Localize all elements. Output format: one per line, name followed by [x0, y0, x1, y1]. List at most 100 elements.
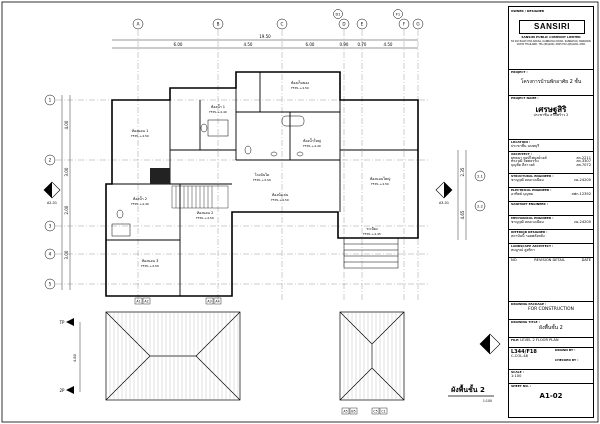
- building-walls: [105, 71, 419, 297]
- svg-text:A3-01: A3-01: [439, 201, 449, 205]
- svg-text:FF.EL.+4.40: FF.EL.+4.40: [303, 144, 321, 148]
- svg-text:A2: A2: [144, 300, 148, 304]
- svg-text:C5: C5: [373, 410, 377, 414]
- location-row: LOCATION : ประชาชื่น นนทบุรี: [509, 139, 593, 151]
- section-callout-right: A3-01: [435, 181, 453, 205]
- grid-bubble-c: C: [276, 18, 288, 30]
- room-stair-hall: โถงบันได: [255, 172, 270, 177]
- svg-text:A2-01: A2-01: [47, 201, 57, 205]
- interior-row: INTERIOR DESIGNER : สถาบันนี้ รอยพลังพลั…: [509, 229, 593, 243]
- svg-text:2.35: 2.35: [460, 167, 465, 176]
- section-tags: A1 A2 A3 A4 A5 B5 C5 C1: [134, 297, 388, 415]
- grid-bubble-row-3: 3: [44, 220, 56, 232]
- svg-text:E: E: [361, 22, 364, 27]
- company-address: 59 SOI RIAM CHIA RAKSA, KANNAYAO ROAD, K…: [511, 40, 591, 46]
- balcony-steps: [343, 237, 399, 269]
- house-name: เศรษฐสิริ: [535, 104, 567, 114]
- house-type: L344/F18: [511, 349, 537, 355]
- svg-text:A: A: [137, 22, 140, 27]
- stair-void: [150, 168, 170, 184]
- grid-bubble-d1: D1: [333, 9, 343, 19]
- title-block: OWNER / DESIGNER SANSIRI SANSIRI PUBLIC …: [508, 6, 594, 418]
- grid-bubble-row-2.1: 2.1: [474, 170, 486, 182]
- left-dimension-text: 4.00 3.00 2.00 3.00: [64, 120, 69, 259]
- dim-f-g: 4.50: [384, 42, 393, 47]
- svg-text:4: 4: [49, 252, 52, 257]
- svg-text:2.00: 2.00: [64, 205, 69, 214]
- grid-bubble-row-4: 4: [44, 248, 56, 260]
- roof-hatch-right: [343, 312, 401, 400]
- svg-text:C: C: [281, 22, 284, 27]
- right-dimension-string: [457, 150, 467, 240]
- svg-text:A1: A1: [136, 300, 140, 304]
- svg-text:1: 1: [49, 98, 52, 103]
- room-balcony: ระเบียง: [366, 226, 377, 231]
- svg-text:3: 3: [49, 224, 52, 229]
- house-type-row: L344/F18 C-COL-48 DRAWN BY : CHECKED BY …: [509, 347, 593, 369]
- file-row: FILE: LEVEL 2 FLOOR PLAN: [509, 337, 593, 347]
- room-bath-1: ห้องน้ำ 1: [211, 104, 225, 109]
- svg-text:1:100: 1:100: [483, 399, 492, 403]
- grid-bubble-b: B: [212, 18, 224, 30]
- svg-text:2.2: 2.2: [477, 205, 483, 209]
- house-sub: ประชาชื่น ลาดพร้าว 2: [533, 112, 569, 117]
- sheet-number: A1-02: [539, 391, 563, 400]
- svg-text:2.1: 2.1: [477, 175, 483, 179]
- house-row: PROJECT NAME : เศรษฐสิริ ประชาชื่น ลาดพร…: [509, 95, 593, 139]
- dim-e-f: 0.70: [358, 42, 367, 47]
- dim-d-e: 0.90: [340, 42, 349, 47]
- svg-text:FF.EL.+4.45: FF.EL.+4.45: [363, 232, 381, 236]
- grid-bubble-g: G: [412, 18, 424, 30]
- sheet-row: SHEET NO. : A1-02: [509, 383, 593, 417]
- dim-c-d: 6.00: [306, 42, 315, 47]
- svg-text:FF.EL.+4.50: FF.EL.+4.50: [141, 264, 159, 268]
- elevation-callout: [479, 333, 501, 355]
- roof-level-markers: TP 2P 4.80: [59, 318, 81, 394]
- svg-text:FF.EL.+4.40: FF.EL.+4.40: [131, 202, 149, 206]
- room-family: ห้องนั่งเล่น: [272, 192, 289, 197]
- sanitary-fixtures: [111, 115, 305, 237]
- dim-b-c: 4.50: [244, 42, 253, 47]
- grid-bubble-row-1: 1: [44, 94, 56, 106]
- svg-text:D: D: [342, 22, 345, 27]
- owner-label: OWNER / DESIGNER: [511, 9, 545, 13]
- svg-text:2P: 2P: [60, 388, 66, 393]
- svg-text:C1: C1: [381, 410, 385, 414]
- mechanical-row: MECHANICAL ENGINEER : ชาญวุฒิ ลดดวงเนียม…: [509, 215, 593, 229]
- svg-text:F1: F1: [396, 13, 400, 17]
- electrical-row: ELECTRICAL ENGINEER : อาทิตย์ บุญชม สฟก.…: [509, 187, 593, 201]
- room-labels: ห้องนอน 1 FF.EL.+4.50 ห้องนอน 2 FF.EL.+4…: [131, 79, 390, 268]
- svg-text:A3: A3: [207, 300, 211, 304]
- room-master-bath: ห้องน้ำใหญ่: [303, 138, 321, 143]
- svg-text:3.00: 3.00: [64, 167, 69, 176]
- svg-text:FF.EL.+4.50: FF.EL.+4.50: [196, 216, 214, 220]
- svg-text:TP: TP: [59, 320, 65, 325]
- room-master-bedroom: ห้องนอนใหญ่: [370, 176, 391, 181]
- sanitary-row: SANITARY ENGINEER :: [509, 201, 593, 215]
- overall-dimension: 19.50: [259, 34, 271, 39]
- grid-line-labels-top: A B C D E F G D1 F1: [132, 9, 424, 30]
- svg-text:F: F: [403, 22, 406, 27]
- svg-text:ผังพื้นชั้น 2: ผังพื้นชั้น 2: [451, 383, 485, 394]
- svg-text:4.80: 4.80: [73, 354, 77, 362]
- revision-table: NO. REVISION DETAIL DATE: [509, 257, 593, 301]
- drawing-title: ผังพื้นชั้น 2: [539, 324, 563, 331]
- section-callout-left: A2-01: [43, 181, 61, 205]
- right-dimension-text: 2.35 4.65: [460, 167, 465, 219]
- grid-bubble-row-2: 2: [44, 154, 56, 166]
- plan-caption: ผังพื้นชั้น 2 1:100: [448, 383, 494, 403]
- room-bath-2: ห้องน้ำ 2: [133, 196, 147, 201]
- stair: [171, 185, 229, 209]
- svg-text:4.00: 4.00: [64, 120, 69, 129]
- svg-text:D1: D1: [335, 13, 340, 17]
- svg-text:FF.EL.+4.40: FF.EL.+4.40: [209, 110, 227, 114]
- svg-text:FF.EL.+4.50: FF.EL.+4.50: [371, 182, 389, 186]
- company-name: SANSIRI PUBLIC COMPANY LIMITED: [521, 35, 581, 39]
- brand-logo: SANSIRI: [519, 20, 585, 34]
- left-dimension-string: [61, 95, 71, 290]
- roof-hatch-left: [109, 312, 239, 400]
- svg-text:FF.EL.+4.50: FF.EL.+4.50: [271, 198, 289, 202]
